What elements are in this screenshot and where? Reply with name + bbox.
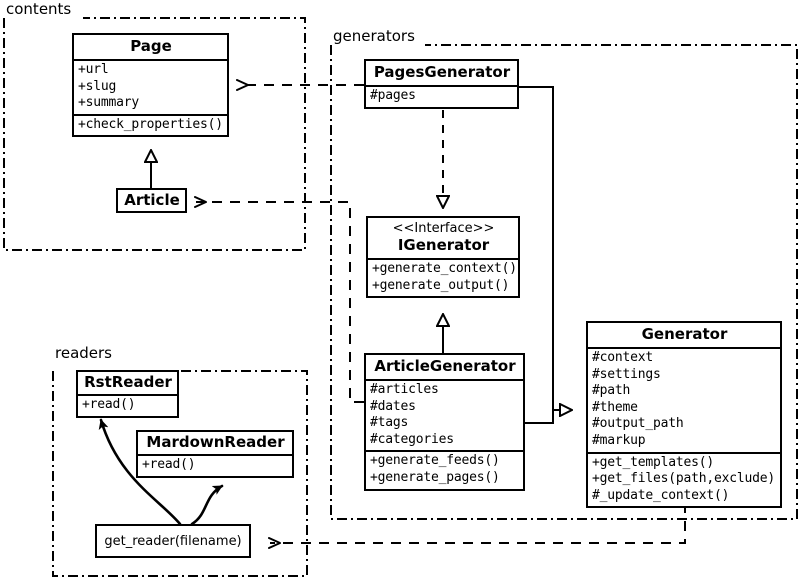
class-page-attributes: +url +slug +summary (74, 59, 227, 114)
package-label-contents: contents (4, 0, 74, 18)
class-generator[interactable]: Generator #context #settings #path #them… (586, 321, 782, 509)
package-frame-contents (3, 17, 306, 251)
class-mardownreader-operation: +read() (142, 457, 196, 472)
class-articlegenerator-attribute: #dates (370, 398, 416, 414)
class-articlegenerator-operations: +generate_feeds() +generate_pages() (366, 450, 523, 488)
relation-generator-uses-get-reader (268, 503, 686, 549)
function-box-get-reader-label: get_reader(filename) (104, 533, 242, 549)
class-page-operation: +check_properties() (78, 116, 223, 132)
class-generator-operation: +get_files(path,exclude) (592, 471, 776, 487)
class-articlegenerator-attribute: #articles (370, 382, 439, 397)
class-pagesgenerator[interactable]: PagesGenerator #pages (364, 59, 519, 109)
class-igenerator-operations: +generate_context() +generate_output() (368, 258, 518, 296)
class-generator-operation: #_update_context() (592, 487, 730, 503)
class-articlegenerator-attributes: #articles #dates #tags #categories (366, 379, 523, 450)
function-box-get-reader[interactable]: get_reader(filename) (95, 524, 251, 558)
relation-get-reader-returns-mardownreader (190, 484, 224, 526)
package-frame-generators (330, 44, 798, 520)
package-label-readers: readers (53, 344, 114, 362)
class-mardownreader[interactable]: MardownReader +read() (136, 430, 294, 478)
class-pagesgenerator-attribute: #pages (370, 88, 416, 103)
class-article[interactable]: Article (116, 188, 187, 213)
relation-get-reader-returns-rstreader (98, 418, 182, 526)
class-generator-attribute: #output_path (592, 416, 684, 432)
class-rstreader[interactable]: RstReader +read() (76, 370, 179, 418)
package-frame-readers (52, 370, 308, 577)
class-mardownreader-operations: +read() (138, 454, 292, 476)
class-igenerator-operation: +generate_context() (372, 261, 517, 276)
class-mardownreader-name: MardownReader (146, 433, 285, 451)
class-article-name: Article (124, 191, 180, 209)
package-label-generators: generators (331, 27, 417, 45)
class-articlegenerator-operation: +generate_pages() (370, 469, 500, 485)
class-rstreader-name: RstReader (84, 373, 172, 391)
class-generator-name: Generator (641, 325, 728, 343)
relation-generators-inherit-generator (519, 86, 572, 424)
class-igenerator-stereotype: <<Interface>> (392, 221, 495, 236)
class-generator-operation: +get_templates() (592, 454, 715, 470)
class-articlegenerator-attribute: #categories (370, 431, 454, 447)
class-pagesgenerator-attributes: #pages (366, 85, 517, 107)
class-page-name: Page (130, 37, 172, 55)
relation-articlegenerator-uses-article (194, 196, 364, 403)
class-page-attribute: +summary (78, 95, 140, 111)
class-page-operations: +check_properties() (74, 113, 227, 136)
class-articlegenerator-attribute: #tags (370, 415, 409, 431)
class-generator-attribute: #context (592, 350, 654, 365)
class-igenerator-name: IGenerator (397, 236, 490, 254)
class-pagesgenerator-name: PagesGenerator (373, 63, 511, 81)
class-page[interactable]: Page +url +slug +summary +check_properti… (72, 33, 229, 138)
class-articlegenerator-name: ArticleGenerator (374, 357, 516, 375)
class-generator-attribute: #theme (592, 399, 638, 415)
class-rstreader-operation: +read() (82, 397, 136, 412)
class-articlegenerator-operation: +generate_feeds() (370, 453, 500, 469)
class-igenerator-header: <<Interface>> IGenerator (368, 218, 518, 258)
class-page-attribute: +url (78, 62, 109, 77)
class-rstreader-operations: +read() (78, 394, 177, 416)
class-generator-attribute: #markup (592, 432, 646, 448)
class-generator-attribute: #path (592, 383, 631, 399)
class-page-attribute: +slug (78, 78, 117, 94)
class-generator-attributes: #context #settings #path #theme #output_… (588, 347, 780, 452)
class-generator-attribute: #settings (592, 366, 661, 382)
class-articlegenerator[interactable]: ArticleGenerator #articles #dates #tags … (364, 353, 525, 491)
class-igenerator-operation: +generate_output() (372, 277, 510, 293)
class-generator-operations: +get_templates() +get_files(path,exclude… (588, 451, 780, 507)
class-igenerator[interactable]: <<Interface>> IGenerator +generate_conte… (366, 216, 520, 299)
